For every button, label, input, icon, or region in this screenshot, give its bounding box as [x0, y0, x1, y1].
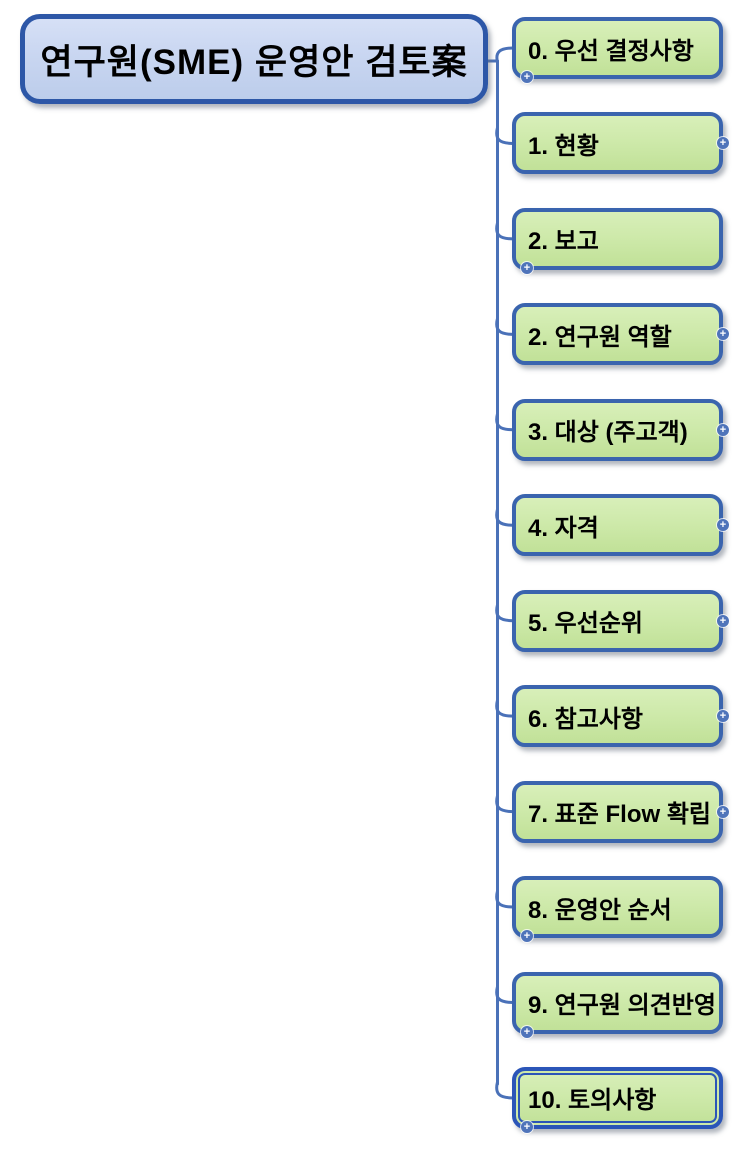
topic-node-11[interactable]: 10. 토의사항 +	[512, 1066, 723, 1133]
expand-plus-icon[interactable]: +	[521, 930, 533, 943]
expand-plus-icon[interactable]: +	[717, 805, 729, 818]
topic-node-1[interactable]: 1. 현황 +	[512, 112, 729, 175]
topic-node-6[interactable]: 5. 우선순위 +	[512, 589, 729, 652]
topic-label: 5. 우선순위	[528, 610, 644, 638]
topic-label: 1. 현황	[528, 132, 599, 160]
expand-plus-icon[interactable]: +	[717, 614, 729, 627]
topic-label: 0. 우선 결정사항	[528, 37, 694, 65]
expand-plus-icon[interactable]: +	[717, 328, 729, 341]
expand-plus-icon[interactable]: +	[521, 71, 533, 83]
topic-node-7[interactable]: 6. 참고사항 +	[512, 685, 729, 748]
expand-plus-icon[interactable]: +	[521, 261, 533, 274]
expand-plus-icon[interactable]: +	[521, 1025, 533, 1038]
topic-label: 9. 연구원 의견반영	[528, 992, 716, 1019]
expand-plus-icon[interactable]: +	[521, 1120, 533, 1133]
topic-node-4[interactable]: 3. 대상 (주고객) +	[512, 398, 729, 461]
topic-node-10[interactable]: 9. 연구원 의견반영 +	[512, 971, 723, 1038]
expand-plus-icon[interactable]: +	[717, 519, 729, 532]
root-topic[interactable]: 연구원(SME) 운영안 검토案	[20, 14, 488, 104]
topic-node-0[interactable]: 0. 우선 결정사항 +	[512, 17, 723, 83]
topic-node-2[interactable]: 2. 보고 +	[512, 207, 723, 274]
expand-plus-icon[interactable]: +	[717, 710, 729, 723]
root-topic-label: 연구원(SME) 운영안 검토案	[40, 42, 468, 82]
topic-label: 3. 대상 (주고객)	[528, 419, 688, 447]
topic-label: 2. 보고	[528, 228, 599, 256]
topic-node-3[interactable]: 2. 연구원 역할 +	[512, 303, 729, 366]
expand-plus-icon[interactable]: +	[717, 137, 729, 150]
topic-node-9[interactable]: 8. 운영안 순서 +	[512, 876, 723, 943]
topic-label: 10. 토의사항	[528, 1087, 657, 1115]
topic-node-5[interactable]: 4. 자격 +	[512, 494, 729, 557]
topic-label: 7. 표준 Flow 확립	[528, 801, 711, 829]
topic-label: 6. 참고사항	[528, 705, 644, 733]
topic-label: 2. 연구원 역할	[528, 323, 672, 351]
topic-label: 8. 운영안 순서	[528, 896, 672, 924]
topic-node-8[interactable]: 7. 표준 Flow 확립 +	[512, 780, 729, 843]
expand-plus-icon[interactable]: +	[717, 423, 729, 436]
topic-label: 4. 자격	[528, 514, 599, 542]
